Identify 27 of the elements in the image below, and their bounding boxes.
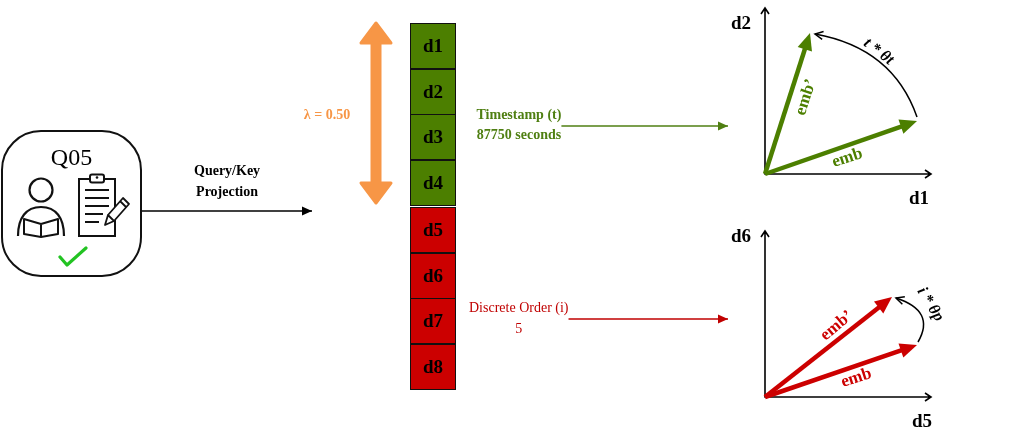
question-card xyxy=(1,130,142,277)
dimension-cell: d6 xyxy=(410,252,456,299)
arrow xyxy=(567,314,729,324)
dimension-cell: d8 xyxy=(410,343,456,390)
dimension-cell: d1 xyxy=(410,23,456,69)
arrow xyxy=(141,206,313,216)
axis-label: d2 xyxy=(730,12,752,32)
dimension-label: λ = 0.50 xyxy=(303,108,351,122)
arrow xyxy=(560,121,729,131)
axis-label: d6 xyxy=(730,225,752,245)
vector-label: emb’ xyxy=(791,76,819,118)
axis-label: d5 xyxy=(911,410,933,430)
input-label: Timestamp (t) xyxy=(476,106,562,124)
vector-label: emb xyxy=(829,144,865,170)
angle-label: t * θt xyxy=(861,34,897,68)
dimension-cell: d5 xyxy=(410,207,456,253)
axis-label: d1 xyxy=(908,187,930,207)
angle-label: i * θp xyxy=(914,284,948,324)
dimension-cell: d2 xyxy=(410,68,456,115)
input-value: 5 xyxy=(515,320,523,338)
dimension-cell: d4 xyxy=(410,159,456,206)
input-value: 87750 seconds xyxy=(476,126,562,144)
input-label: Discrete Order (i) xyxy=(469,299,569,317)
dimension-cell: d7 xyxy=(410,298,456,344)
vector-label: emb xyxy=(838,364,874,390)
dimension-cell: d3 xyxy=(410,114,456,160)
card-title: Q05 xyxy=(50,145,93,169)
